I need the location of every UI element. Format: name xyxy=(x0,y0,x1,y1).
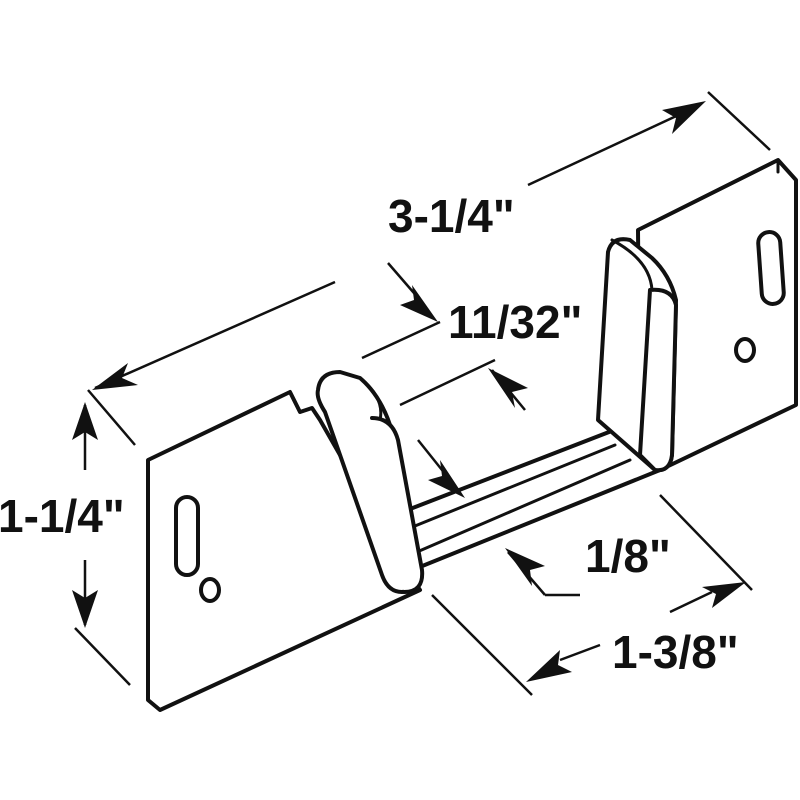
right-slot-hole xyxy=(756,230,786,306)
left-slot-hole xyxy=(174,495,200,577)
dimension-guide-gap: 11/32" xyxy=(361,262,582,411)
right-guide-block xyxy=(596,237,678,473)
label-height: 1-1/4" xyxy=(0,490,125,542)
dimension-overall-length: 3-1/4" xyxy=(87,91,771,446)
left-screw-hole xyxy=(199,577,221,603)
label-slot-width: 1/8" xyxy=(585,530,671,582)
dimension-slot-width: 1/8" xyxy=(417,439,671,597)
dimension-base-depth: 1-3/8" xyxy=(431,494,753,696)
label-base-depth: 1-3/8" xyxy=(612,626,739,678)
dimension-height: 1-1/4" xyxy=(0,402,131,686)
left-guide-block xyxy=(315,370,425,594)
right-screw-hole xyxy=(734,337,756,363)
left-mounting-plate xyxy=(146,390,422,712)
label-overall-length: 3-1/4" xyxy=(388,190,515,242)
label-guide-gap: 11/32" xyxy=(448,296,582,348)
